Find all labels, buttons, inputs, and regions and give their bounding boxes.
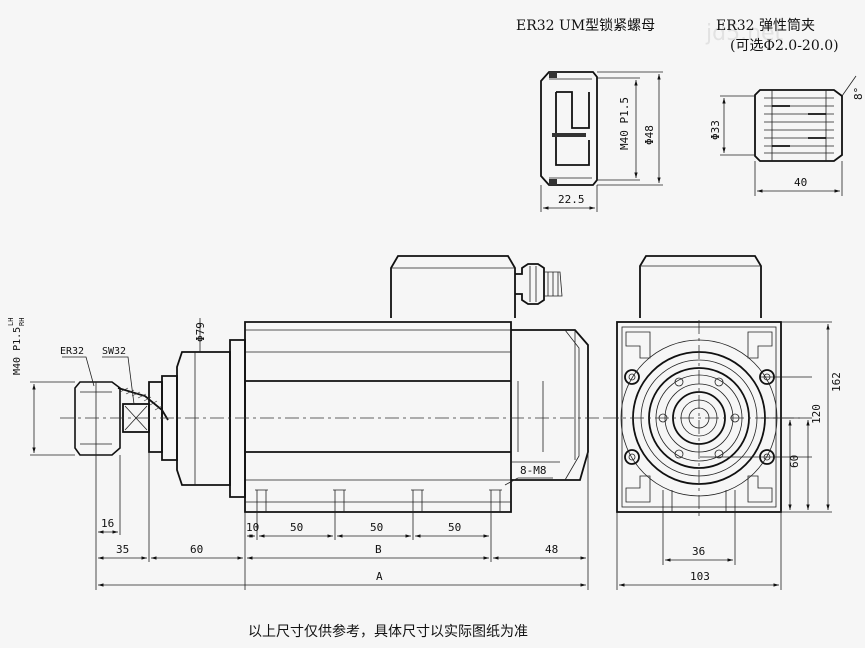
footer-note: 以上尺寸仅供参考，具体尺寸以实际图纸为准 [248,623,528,640]
collet-length-dim: 40 [794,176,807,189]
dim-162: 162 [830,372,843,392]
dim-35: 35 [116,543,129,556]
nut-diameter-dim: Φ48 [643,125,656,145]
collet-diameter-dim: Φ33 [709,120,722,140]
collet-subtitle: (可选Φ2.0-20.0) [730,38,839,54]
dim-60: 60 [190,543,203,556]
dim-103: 103 [690,570,710,583]
dim-48: 48 [545,543,558,556]
dim-36: 36 [692,545,705,558]
dim-50-b: 50 [370,521,383,534]
lock-nut-detail: ER32 UM型锁紧螺母 M40 P1.5 Φ48 22.5 [516,18,663,212]
dim-50-c: 50 [448,521,461,534]
nut-width-dim: 22.5 [558,193,585,206]
dim-A: A [376,570,383,583]
dim-120: 120 [810,404,823,424]
collet-label: ER32 [60,346,84,357]
wrench-label: SW32 [102,346,126,357]
dim-50-a: 50 [290,521,303,534]
mounting-screws [255,489,502,512]
nut-thread-dim: M40 P1.5 [618,97,631,150]
dim-B: B [375,543,382,556]
collet-title: ER32 弹性筒夹 [716,17,815,34]
flange-diameter-dim: Φ79 [194,322,207,342]
spindle-end-view: 162 120 60 36 103 [605,255,843,590]
dim-10: 10 [246,521,259,534]
spindle-thread-label: M40 P1.5 [12,327,23,375]
thread-lh-label: LH [7,318,15,326]
dim-end-60: 60 [788,455,801,468]
collet-angle-dim: 8° [852,87,865,100]
mounting-holes-dim: 8-M8 [520,464,547,477]
collet-detail: ER32 弹性筒夹 (可选Φ2.0-20.0) 8° Φ33 40 [709,17,865,196]
nut-title: ER32 UM型锁紧螺母 [516,18,655,34]
spindle-side-view: M40 P1.5 LH RH ER32 SW32 Φ79 8-M8 16 10 … [7,255,605,590]
watermark: jd5.net [705,21,784,46]
thread-rh-label: RH [18,318,26,326]
dim-16: 16 [101,517,114,530]
